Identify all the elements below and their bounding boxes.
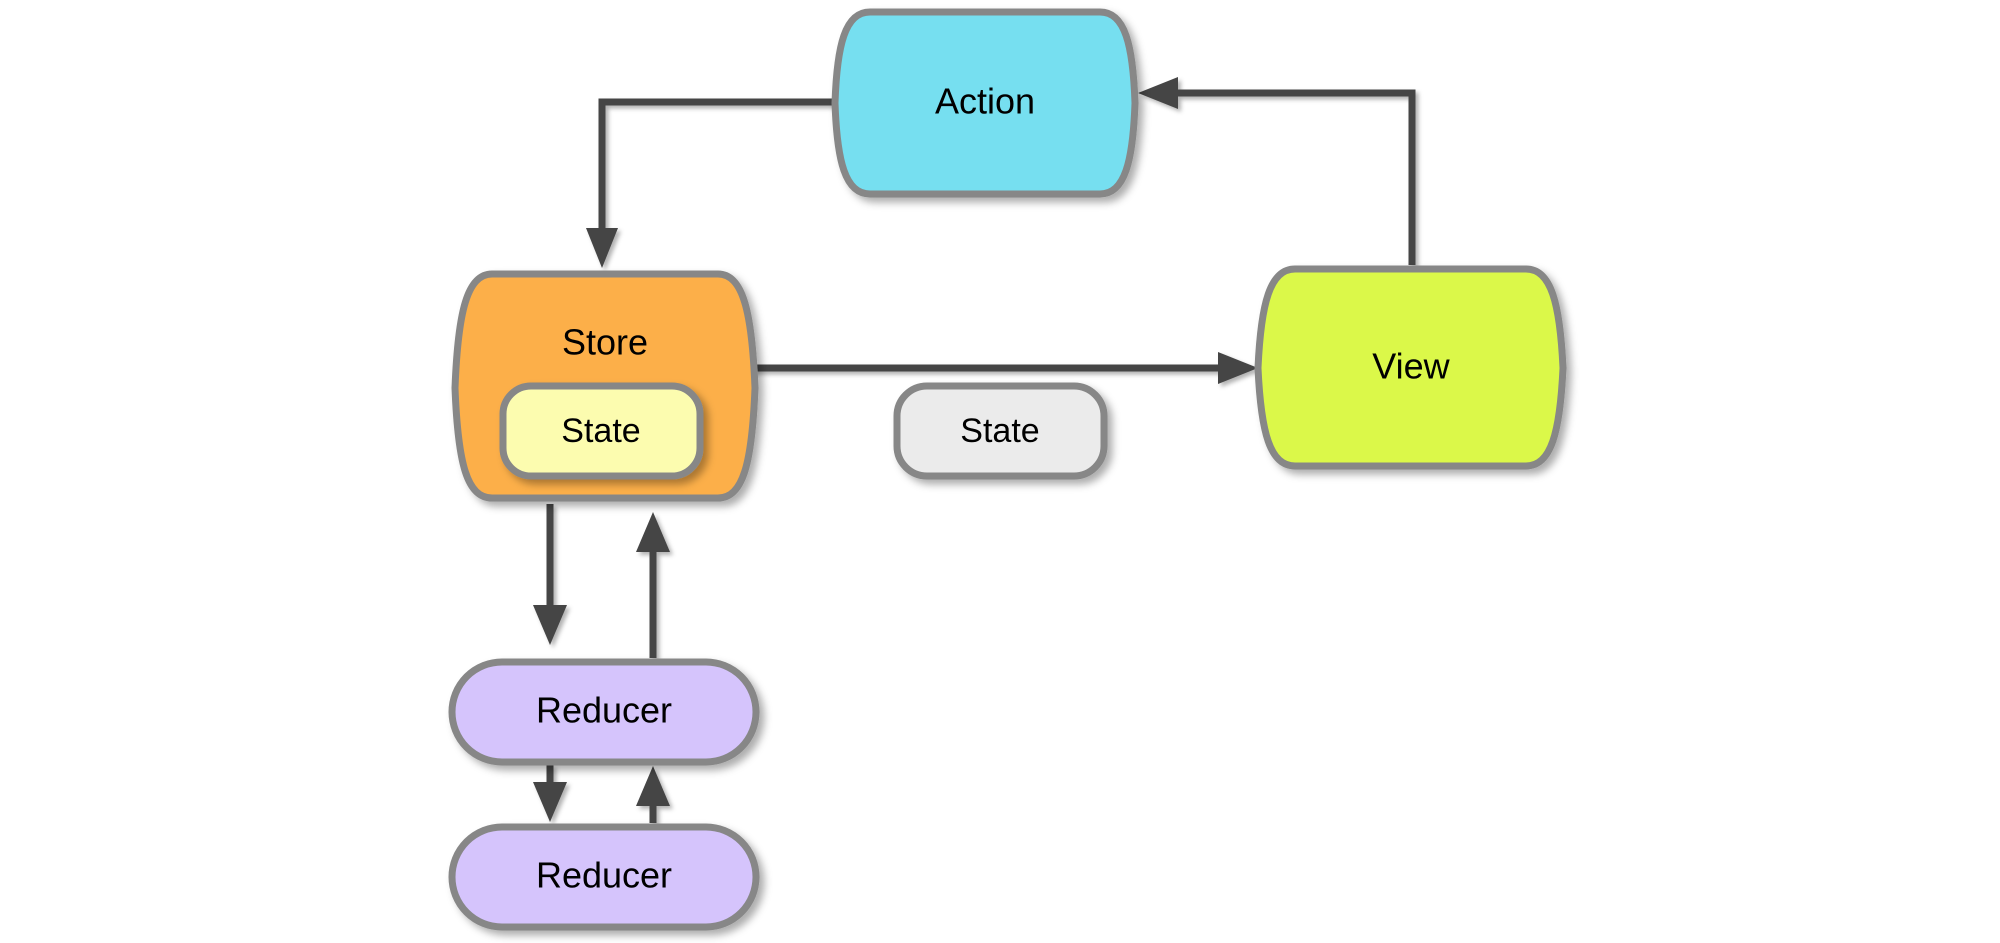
node-reducer-2[interactable]: Reducer: [448, 823, 760, 931]
node-reducer-1[interactable]: Reducer: [448, 658, 760, 766]
edge-action-to-store-arrowhead: [586, 228, 618, 268]
edge-reducer-2-to-reducer-1-arrowhead: [636, 766, 670, 806]
edge-store-to-reducer-1: [533, 504, 567, 645]
edge-reducer-1-to-store-arrowhead: [636, 512, 670, 552]
edge-store-to-reducer-1-arrowhead: [533, 605, 567, 645]
node-transit-state[interactable]: State: [893, 382, 1108, 480]
edge-store-to-view-arrowhead: [1218, 352, 1258, 384]
node-reducer-2-shape[interactable]: [448, 823, 760, 931]
node-action-shape[interactable]: [831, 8, 1139, 198]
edge-reducer-1-to-reducer-2-arrowhead: [533, 782, 567, 822]
edge-view-to-action: [1138, 77, 1416, 265]
edge-action-to-store-line: [598, 98, 835, 243]
node-store-state-shape[interactable]: [499, 382, 704, 480]
edge-view-to-action-line: [1165, 89, 1416, 265]
node-reducer-1-shape[interactable]: [448, 658, 760, 766]
edge-action-to-store: [586, 98, 835, 268]
edge-reducer-2-to-reducer-1: [636, 766, 670, 823]
edge-store-to-view: [750, 352, 1258, 384]
edge-reducer-1-to-reducer-2: [533, 765, 567, 822]
node-view[interactable]: View: [1254, 265, 1567, 470]
node-store-state[interactable]: State: [499, 382, 704, 480]
node-action[interactable]: Action: [831, 8, 1139, 198]
edge-view-to-action-arrowhead: [1138, 77, 1178, 109]
node-transit-state-shape[interactable]: [893, 382, 1108, 480]
node-store[interactable]: Store State: [451, 270, 759, 502]
node-view-shape[interactable]: [1254, 265, 1567, 470]
edge-reducer-1-to-store: [636, 512, 670, 658]
